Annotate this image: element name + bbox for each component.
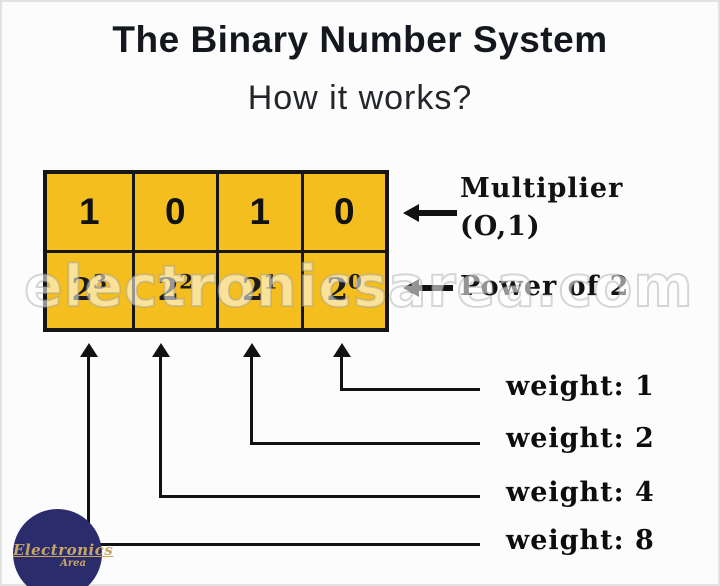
power-cell: 20 <box>300 250 385 328</box>
page-subtitle: How it works? <box>247 79 473 117</box>
logo-subname: Area <box>60 557 86 569</box>
power-exponent: 1 <box>263 269 278 294</box>
connector-line <box>250 442 480 445</box>
bit-value: 0 <box>333 191 355 232</box>
power-cell: 21 <box>216 250 301 328</box>
connector-line <box>340 356 343 391</box>
weight-1-label: weight: 1 <box>506 371 655 402</box>
multiplier-values: (O,1) <box>460 211 541 242</box>
weight-4-label: weight: 4 <box>506 477 655 508</box>
left-arrow-icon <box>403 204 419 222</box>
bit-cell: 0 <box>131 174 217 250</box>
bit-value: 1 <box>78 191 100 232</box>
weight-2-label: weight: 2 <box>506 423 655 454</box>
power-exponent: 2 <box>179 269 193 294</box>
power-of-two: 20 <box>326 272 363 308</box>
power-exponent: 0 <box>348 269 362 294</box>
connector-line <box>87 356 90 546</box>
power-base: 2 <box>326 272 349 308</box>
electronics-area-logo: Electronics Area <box>13 509 114 586</box>
weight-8-label: weight: 8 <box>506 525 655 556</box>
multiplier-label: Multiplier <box>460 173 624 204</box>
bit-value: 0 <box>164 191 186 232</box>
up-arrow-icon <box>152 343 170 357</box>
bit-cell: 1 <box>47 174 132 250</box>
left-arrow-icon <box>403 279 419 297</box>
bit-cell: 0 <box>300 174 386 250</box>
up-arrow-icon <box>243 343 261 357</box>
connector-line <box>159 495 480 498</box>
up-arrow-icon <box>80 343 98 357</box>
page-title: The Binary Number System <box>112 19 608 60</box>
arrow-shaft <box>417 210 457 216</box>
power-cell: 23 <box>47 250 132 328</box>
power-base: 2 <box>71 272 94 308</box>
bit-cell: 1 <box>216 174 301 250</box>
up-arrow-icon <box>333 343 351 357</box>
connector-line <box>340 388 480 391</box>
power-exponent: 3 <box>93 269 107 294</box>
connector-line <box>250 356 253 445</box>
power-of-two: 23 <box>71 272 108 308</box>
power-base: 2 <box>242 272 264 308</box>
arrow-shaft <box>417 285 453 291</box>
binary-table: 1 0 1 0 23 22 21 20 <box>43 170 389 332</box>
multiplier-callout: Multiplier (O,1) <box>460 170 623 246</box>
power-of-2-callout: Power of 2 <box>460 271 630 302</box>
power-of-two: 22 <box>157 272 194 308</box>
power-of-two: 21 <box>242 272 278 308</box>
bit-value: 1 <box>249 191 271 232</box>
logo-name: Electronics <box>13 540 114 559</box>
connector-line <box>87 543 480 546</box>
power-cell: 22 <box>131 250 216 328</box>
power-base: 2 <box>157 272 180 308</box>
connector-line <box>159 356 162 498</box>
